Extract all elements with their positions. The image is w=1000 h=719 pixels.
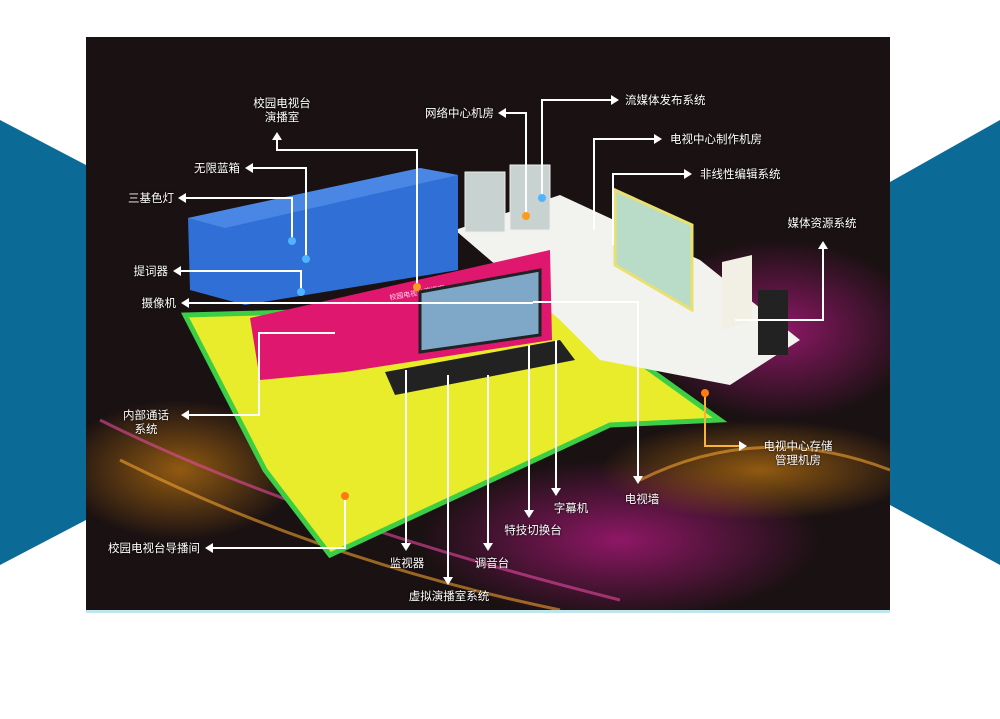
label-monitor: 监视器	[389, 556, 425, 570]
label-audio-console: 调音台	[474, 556, 510, 570]
server-rack	[464, 171, 506, 233]
label-switcher: 特技切换台	[504, 523, 562, 537]
label-line: 校园电视台	[253, 96, 311, 110]
arrow-heads	[173, 95, 828, 585]
marker-dots	[288, 194, 709, 500]
label-storage-room: 电视中心存储管理机房	[764, 439, 833, 467]
label-tri-color-light: 三基色灯	[128, 191, 174, 205]
label-media-assets: 媒体资源系统	[787, 216, 857, 230]
label-video-wall: 电视墙	[624, 492, 660, 506]
left-blue-shape	[0, 120, 86, 565]
white-platform	[455, 195, 800, 385]
label-line: 系统	[134, 422, 158, 436]
label-blue-box: 无限蓝箱	[194, 161, 240, 175]
label-control-room: 校园电视台导播间	[108, 541, 200, 555]
control-desk	[385, 340, 575, 395]
label-production-room: 电视中心制作机房	[670, 132, 762, 146]
media-server	[758, 290, 788, 355]
label-camera: 摄像机	[141, 296, 177, 310]
label-line: 管理机房	[775, 453, 821, 467]
studio-diagram: 校园电视台演播室	[86, 37, 890, 613]
label-streaming: 流媒体发布系统	[625, 93, 706, 107]
glass-wall	[613, 187, 694, 313]
studio-scene: 校园电视台演播室	[86, 95, 890, 610]
label-line: 电视中心存储	[763, 439, 833, 453]
light-swirl	[600, 420, 890, 520]
label-intercom: 内部通话系统	[123, 408, 169, 436]
label-teleprompter: 提词器	[133, 264, 169, 278]
right-blue-shape	[890, 120, 1000, 565]
media-cabinet	[722, 255, 752, 330]
label-caption: 字幕机	[553, 501, 589, 515]
label-line: 演播室	[264, 110, 300, 124]
label-line: 内部通话	[123, 408, 169, 422]
label-nonlinear: 非线性编辑系统	[700, 167, 781, 181]
label-studio: 校园电视台演播室	[253, 96, 311, 124]
video-wall	[418, 268, 542, 354]
leader-lines	[179, 99, 824, 579]
label-network-room: 网络中心机房	[425, 106, 494, 120]
label-virtual-studio: 虚拟演播室系统	[408, 589, 490, 603]
